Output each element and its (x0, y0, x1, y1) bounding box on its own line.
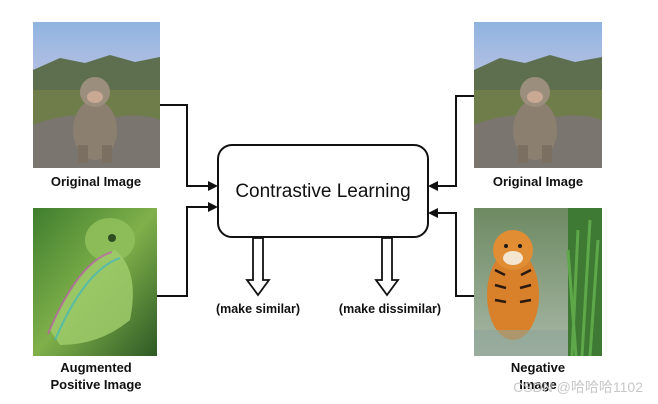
negative-caption-line1: Negative (511, 360, 565, 375)
make-similar-label: (make similar) (216, 302, 300, 316)
monkey-figure-icon (73, 77, 117, 163)
augmented-positive-image (33, 208, 157, 356)
arrow-negative-to-box (428, 208, 474, 297)
monkey-figure-icon (513, 77, 557, 163)
original-image-right (474, 22, 602, 168)
original-image-right-caption: Original Image (493, 174, 583, 189)
arrow-original-left-to-box (160, 104, 218, 191)
augmented-caption-line2: Positive Image (50, 377, 141, 392)
make-similar-arrow-icon (245, 237, 271, 297)
negative-caption-line2: Image (519, 377, 557, 392)
contrastive-learning-label: Contrastive Learning (235, 181, 410, 202)
make-dissimilar-arrow-icon (374, 237, 400, 297)
original-image-left-caption: Original Image (51, 174, 141, 189)
make-dissimilar-label: (make dissimilar) (339, 302, 441, 316)
augmented-caption-line1: Augmented (60, 360, 132, 375)
tiger-figure-icon (487, 230, 539, 340)
original-image-left (33, 22, 160, 168)
contrastive-learning-box (217, 144, 429, 238)
arrow-augmented-to-box (157, 202, 218, 297)
watermark-text: CSDN @哈哈哈1102 (513, 379, 643, 395)
negative-image (474, 208, 602, 357)
arrow-original-right-to-box (428, 95, 474, 191)
